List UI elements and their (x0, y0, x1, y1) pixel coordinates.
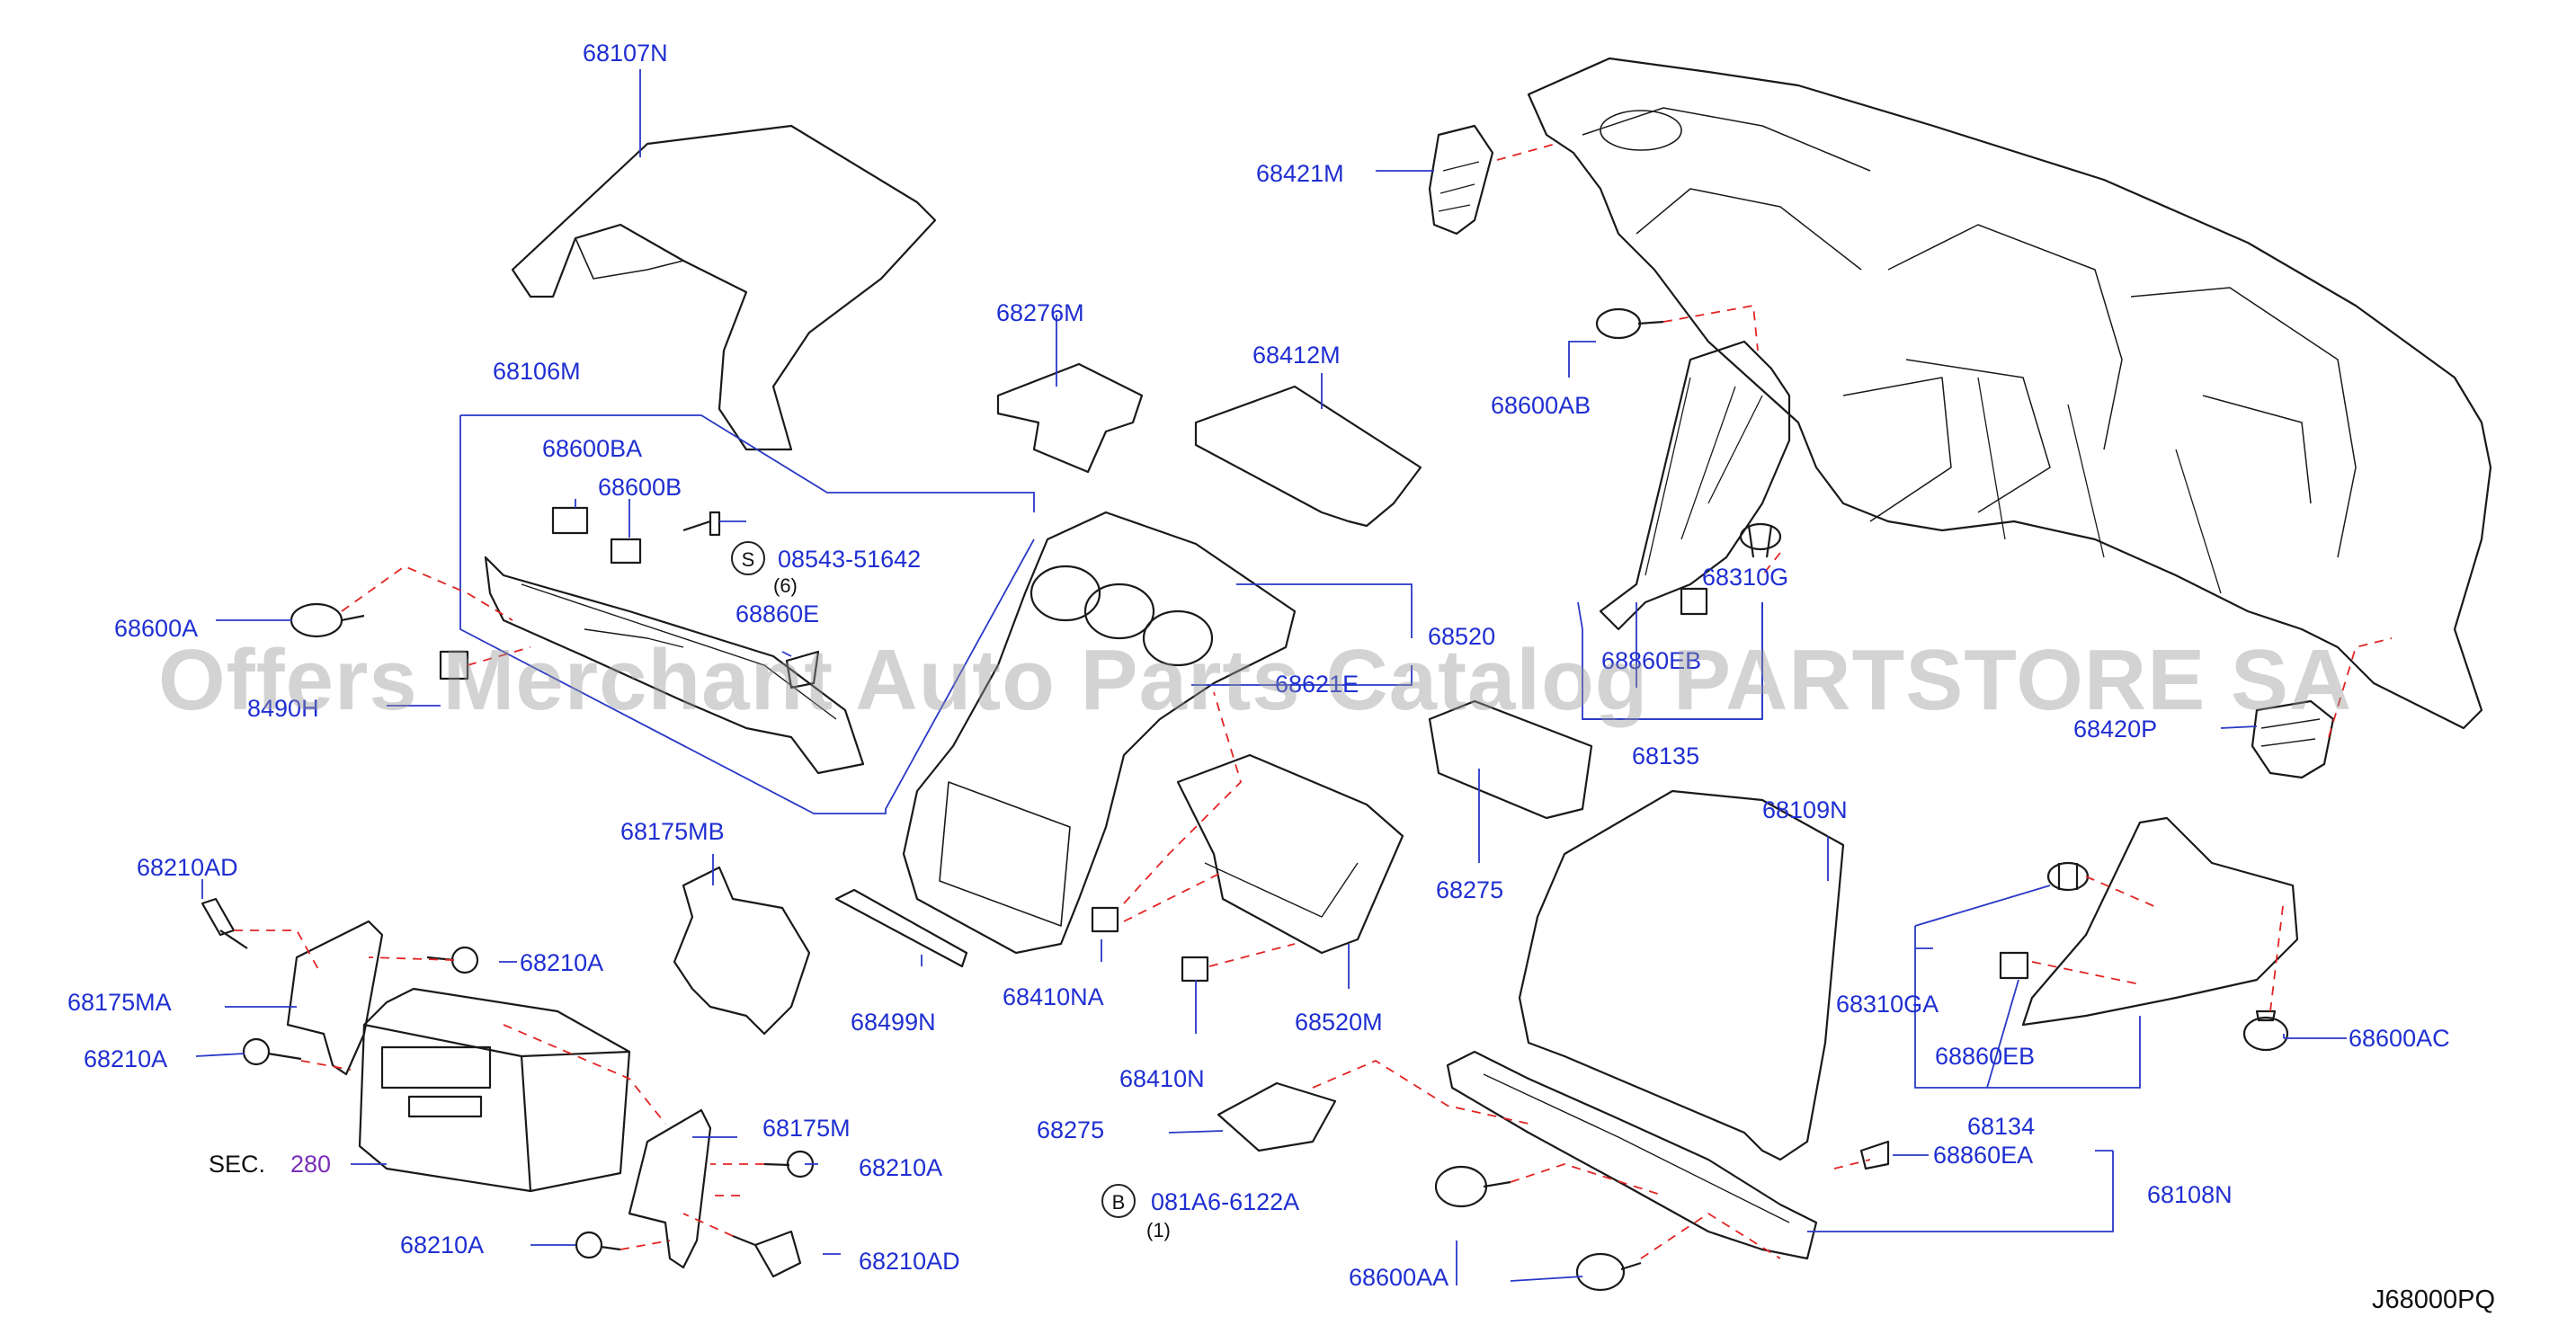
part-label-68210AD-upper[interactable]: 68210AD (137, 854, 238, 881)
part-label-68275-lower[interactable]: 68275 (1037, 1116, 1105, 1143)
clip-68860EB (1999, 951, 2029, 980)
part-label-68600AA[interactable]: 68600AA (1349, 1264, 1449, 1291)
part-label-68600BA[interactable]: 68600BA (542, 435, 643, 462)
part-label-68420P[interactable]: 68420P (2073, 716, 2158, 743)
part-label-08543-51642[interactable]: 08543-51642 (778, 546, 922, 573)
part-label-68175MB[interactable]: 68175MB (620, 818, 725, 845)
part-label-68275-mid[interactable]: 68275 (1436, 876, 1504, 903)
part-label-68210A-middle[interactable]: 68210A (84, 1045, 168, 1072)
part-label-68600AC[interactable]: 68600AC (2349, 1025, 2450, 1052)
part-68275 (1217, 1081, 1337, 1152)
part-label-68410NA[interactable]: 68410NA (1003, 983, 1104, 1010)
watermark-text: Offers Merchant Auto Parts Catalog PARTS… (158, 632, 2353, 728)
clip-68600AB (1595, 307, 1664, 340)
clip-68600AA (1434, 1165, 1511, 1208)
vent-68420P (2251, 699, 2335, 779)
glove-box-lid (1518, 789, 1845, 1161)
clip-68410N (1181, 956, 1209, 983)
part-68135 (1428, 699, 1593, 820)
part-68412M (1194, 385, 1422, 528)
clip-68600B (610, 538, 642, 565)
screw-68210A-mid (242, 1037, 302, 1066)
part-label-68600A[interactable]: 68600A (114, 615, 199, 642)
diagram-code: J68000PQ (2372, 1285, 2496, 1314)
bracket-68175MA (286, 920, 384, 1076)
part-label-68410N[interactable]: 68410N (1119, 1065, 1205, 1092)
cluster-finisher-part (484, 556, 865, 775)
part-label-68621E[interactable]: 68621E (1275, 671, 1359, 698)
screw-08543 (682, 511, 721, 537)
part-label-68109N[interactable]: 68109N (1762, 796, 1848, 823)
bracket-68175MB (673, 866, 811, 1036)
audio-unit (358, 987, 631, 1193)
clip-68410NA (1091, 906, 1119, 933)
screw-68210A-bottom (575, 1231, 621, 1259)
part-label-68210AD-lower[interactable]: 68210AD (859, 1248, 960, 1275)
assembly-lines (234, 143, 2393, 1259)
part-label-68210A-upper[interactable]: 68210A (520, 949, 604, 976)
part-label-68107N[interactable]: 68107N (583, 40, 668, 67)
clip-68860EB-top (1680, 587, 1708, 616)
part-label-68600B[interactable]: 68600B (598, 474, 682, 501)
side-panel-68134 (2021, 816, 2299, 1027)
clip-68600BA (551, 506, 589, 535)
part-label-68600AB[interactable]: 68600AB (1491, 392, 1591, 419)
part-label-68135[interactable]: 68135 (1632, 743, 1700, 769)
center-cluster-part (902, 511, 1297, 955)
clip-68600AC (2242, 1009, 2289, 1052)
part-68276M (996, 362, 1144, 474)
clip-68310G (1739, 522, 1782, 558)
quantity-08543: (6) (773, 574, 798, 597)
clip-68860E (785, 650, 820, 689)
part-label-68175M[interactable]: 68175M (762, 1115, 851, 1142)
part-label-081A6-6122A[interactable]: 081A6-6122A (1151, 1188, 1300, 1215)
part-label-68520[interactable]: 68520 (1428, 623, 1496, 650)
glove-box-part (1446, 1050, 1818, 1260)
part-label-68108N[interactable]: 68108N (2147, 1181, 2233, 1208)
section-reference-link[interactable]: 280 (290, 1151, 332, 1178)
part-label-68860EB[interactable]: 68860EB (1935, 1043, 2036, 1070)
part-label-68106M[interactable]: 68106M (493, 358, 581, 385)
part-label-68520M[interactable]: 68520M (1295, 1009, 1383, 1036)
part-label-68175MA[interactable]: 68175MA (67, 989, 172, 1016)
part-68499N (834, 888, 968, 968)
standard-part-symbol-s: S (731, 541, 765, 575)
vent-68421M (1428, 124, 1494, 236)
screw-68210AD-bottom (732, 1230, 802, 1278)
part-label-68210A-right[interactable]: 68210A (859, 1154, 943, 1181)
bracket-68175M (628, 1108, 712, 1269)
clip-68600AA-lower (1575, 1252, 1642, 1292)
part-label-68412M[interactable]: 68412M (1252, 342, 1341, 369)
instrument-panel (1527, 57, 2492, 730)
clip-68310GA (2046, 861, 2090, 892)
standard-part-symbol-b: B (1101, 1184, 1136, 1218)
part-label-68134[interactable]: 68134 (1967, 1113, 2036, 1140)
quantity-081A6: (1) (1146, 1219, 1171, 1241)
part-label-68860EB-upper[interactable]: 68860EB (1601, 647, 1702, 674)
leader-lines (195, 69, 2347, 1285)
part-label-68421M[interactable]: 68421M (1256, 160, 1344, 187)
part-label-68860EA[interactable]: 68860EA (1933, 1142, 2034, 1169)
part-label-68310G[interactable]: 68310G (1702, 564, 1789, 591)
screw-68210AD-top (201, 897, 248, 949)
part-label-68860E[interactable]: 68860E (735, 600, 820, 627)
part-label-68310GA[interactable]: 68310GA (1836, 991, 1939, 1018)
side-bracket (1599, 340, 1791, 631)
part-label-68499N[interactable]: 68499N (851, 1009, 936, 1036)
clip-68860EA (1859, 1140, 1890, 1170)
part-label-68210A-lower[interactable]: 68210A (400, 1232, 485, 1258)
pocket-part-68520M (1176, 753, 1404, 955)
part-label-8490H[interactable]: 8490H (247, 695, 319, 722)
part-label-68276M[interactable]: 68276M (996, 299, 1084, 326)
section-prefix: SEC. (209, 1151, 266, 1178)
meter-hood-part (511, 124, 937, 451)
